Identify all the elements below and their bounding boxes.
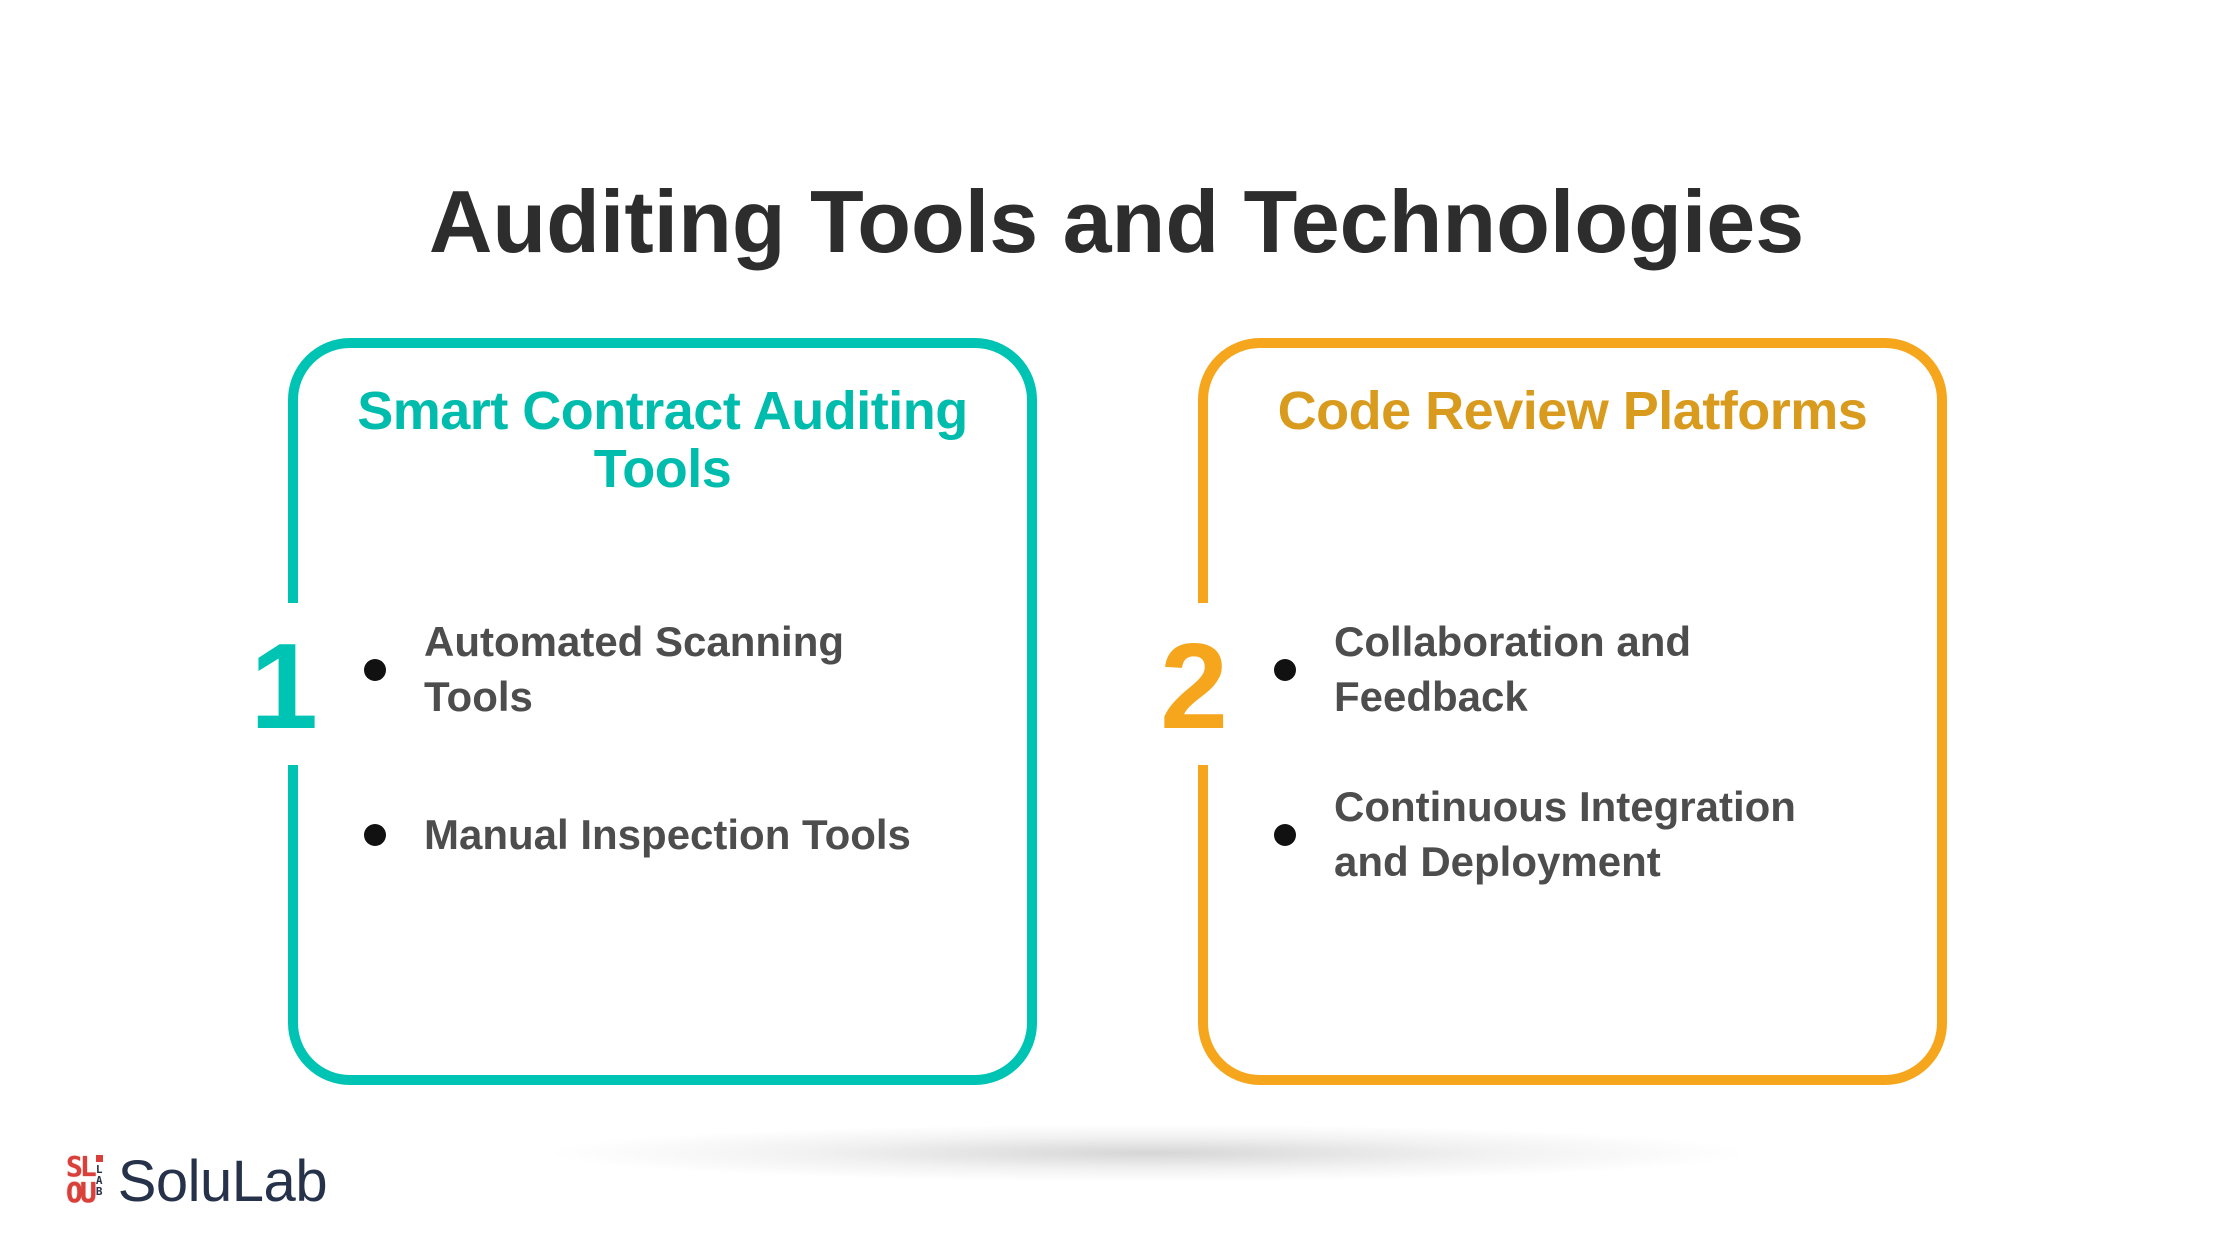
card-code-review-platforms: Code Review Platforms 2 Collaboration an…	[1160, 338, 1947, 1085]
list-item-label: Continuous Integration and Deployment	[1334, 783, 1796, 885]
card-heading: Code Review Platforms	[1277, 381, 1868, 441]
list-item: Manual Inspection Tools	[364, 779, 1013, 891]
solulab-logo-icon: SL OU L A B	[66, 1151, 103, 1213]
list-item-label: Manual Inspection Tools	[424, 810, 911, 858]
bullet-dot-icon	[1274, 659, 1296, 681]
bullet-dot-icon	[364, 824, 386, 846]
bullet-dot-icon	[364, 659, 386, 681]
card-heading: Smart Contract Auditing Tools	[357, 381, 968, 500]
solulab-wordmark: SoluLab	[117, 1149, 328, 1214]
border-cap-top	[288, 589, 298, 603]
list-item-label: Automated Scanning Tools	[424, 618, 845, 720]
logo-red-square	[95, 1154, 103, 1162]
border-cap-top	[1198, 589, 1208, 603]
card-number-badge: 1	[250, 618, 318, 754]
bullet-dot-icon	[1274, 824, 1296, 846]
solulab-logo: SL OU L A B SoluLab	[66, 1148, 328, 1215]
border-gap-cover	[1198, 603, 1208, 765]
logo-lab-column: L A B	[95, 1151, 103, 1198]
card-number-badge: 2	[1160, 618, 1228, 754]
border-cap-bottom	[1198, 765, 1208, 779]
page-title: Auditing Tools and Technologies	[428, 171, 1805, 271]
border-cap-bottom	[288, 765, 298, 779]
card-smart-contract-auditing-tools: Smart Contract Auditing Tools 1 Automate…	[250, 338, 1037, 1085]
logo-lab-letters: L A B	[95, 1162, 103, 1198]
list-item-label: Collaboration and Feedback	[1334, 618, 1691, 720]
list-item: Continuous Integration and Deployment	[1274, 779, 1923, 891]
border-gap-cover	[288, 603, 298, 765]
list-item: Collaboration and Feedback	[1274, 614, 1923, 726]
list-item: Automated Scanning Tools	[364, 614, 1013, 726]
logo-pixel-glyph: SL OU	[66, 1149, 97, 1209]
ground-shadow	[375, 1116, 1920, 1190]
